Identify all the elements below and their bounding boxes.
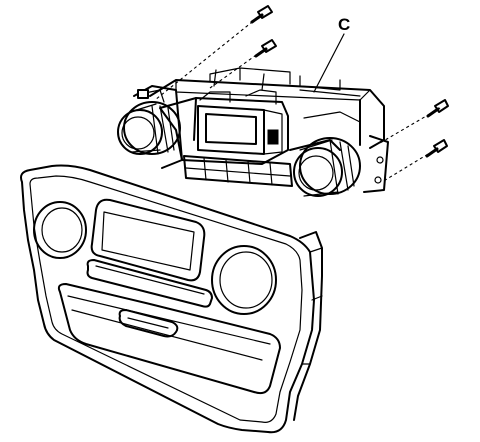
- callout-c-label: C: [338, 15, 350, 34]
- screw-right-upper: [379, 99, 449, 144]
- left-knob: [117, 101, 181, 155]
- climate-control-unit: [117, 67, 389, 197]
- right-knob: [293, 137, 361, 197]
- callout-c: C: [313, 15, 350, 93]
- bezel-right-knob-opening: [211, 245, 277, 315]
- screw-right-lower: [381, 139, 448, 183]
- screw-top-left: [154, 5, 273, 101]
- bezel-button-slot: [86, 259, 213, 308]
- screw-upper-left: [209, 39, 277, 89]
- bezel-lower-pocket: [57, 283, 281, 395]
- bezel-display-window: [90, 198, 206, 282]
- bezel-left-knob-opening: [33, 201, 87, 259]
- front-bezel-panel: [20, 164, 323, 434]
